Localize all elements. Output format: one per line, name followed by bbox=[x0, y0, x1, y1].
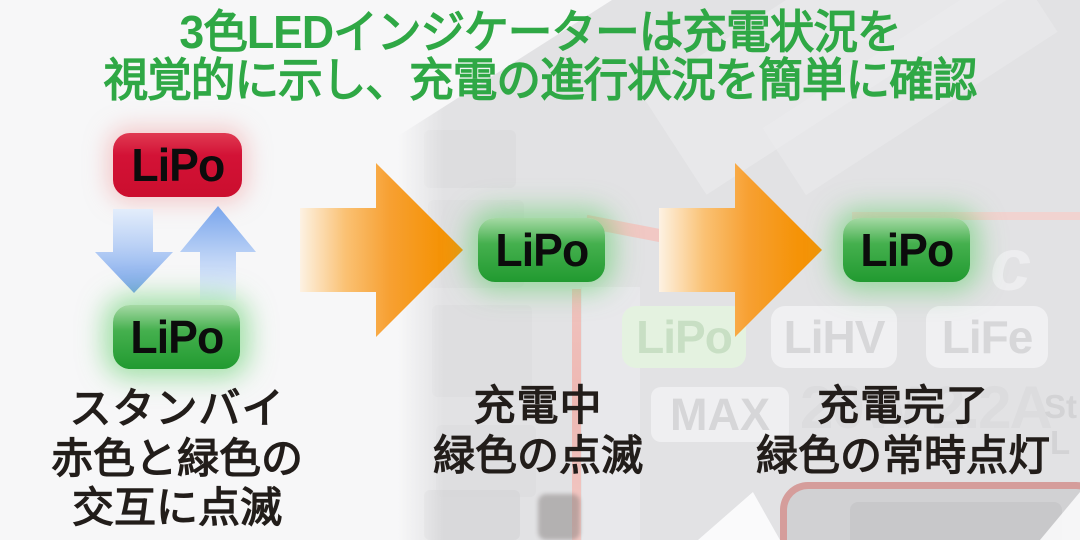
standby-desc-line1: 赤色と緑色の bbox=[50, 435, 303, 482]
charging-desc: 緑色の点滅 bbox=[432, 432, 643, 479]
photo-red-trim-vertical bbox=[572, 289, 581, 540]
standby-label: スタンバイ 赤色と緑色の 交互に点滅 bbox=[17, 384, 337, 532]
bg-charger-button-screen bbox=[850, 502, 1062, 540]
complete-green-led-badge: LiPo bbox=[843, 218, 970, 282]
charging-green-led-badge: LiPo bbox=[478, 218, 605, 282]
photo-button-patch bbox=[436, 425, 536, 497]
bg-max-badge: MAX bbox=[651, 387, 789, 442]
bg-power-rating: 20W 2.2A bbox=[800, 374, 1053, 441]
standby-red-led-label: LiPo bbox=[131, 139, 225, 191]
charging-green-led-label: LiPo bbox=[495, 224, 589, 276]
charging-heading: 充電中 bbox=[473, 382, 603, 429]
complete-desc: 緑色の常時点灯 bbox=[755, 432, 1050, 479]
standby-desc-line2: 交互に点滅 bbox=[71, 484, 282, 531]
hitec-logo-fragment: c bbox=[990, 223, 1032, 306]
standby-red-led-badge: LiPo bbox=[113, 133, 242, 197]
photo-red-trim-horizontal bbox=[852, 212, 1080, 220]
standby-heading: スタンバイ bbox=[69, 385, 285, 432]
photo-button-patch bbox=[432, 305, 532, 397]
bg-battery-type-lipo: LiPo bbox=[622, 306, 746, 368]
title-line-2: 視覚的に示し、充電の進行状況を簡単に確認 bbox=[103, 54, 978, 106]
standby-green-led-badge: LiPo bbox=[113, 305, 240, 369]
complete-heading: 充電完了 bbox=[816, 382, 989, 429]
title-line-1: 3色LEDインジケーターは充電状況を bbox=[179, 6, 901, 58]
bg-dark-edge bbox=[538, 494, 580, 540]
bg-battery-type-life: LiFe bbox=[926, 306, 1048, 368]
bg-led-label-fragment: L bbox=[1050, 424, 1071, 461]
standby-green-led-label: LiPo bbox=[130, 311, 224, 363]
page-title: 3色LEDインジケーターは充電状況を 視覚的に示し、充電の進行状況を簡単に確認 bbox=[16, 8, 1064, 104]
bg-battery-type-lihv: LiHV bbox=[771, 306, 897, 368]
complete-green-led-label: LiPo bbox=[860, 224, 954, 276]
charging-label: 充電中 緑色の点滅 bbox=[378, 381, 698, 480]
bg-start-label-fragment: St bbox=[1044, 388, 1077, 425]
complete-label: 充電完了 緑色の常時点灯 bbox=[743, 381, 1063, 480]
